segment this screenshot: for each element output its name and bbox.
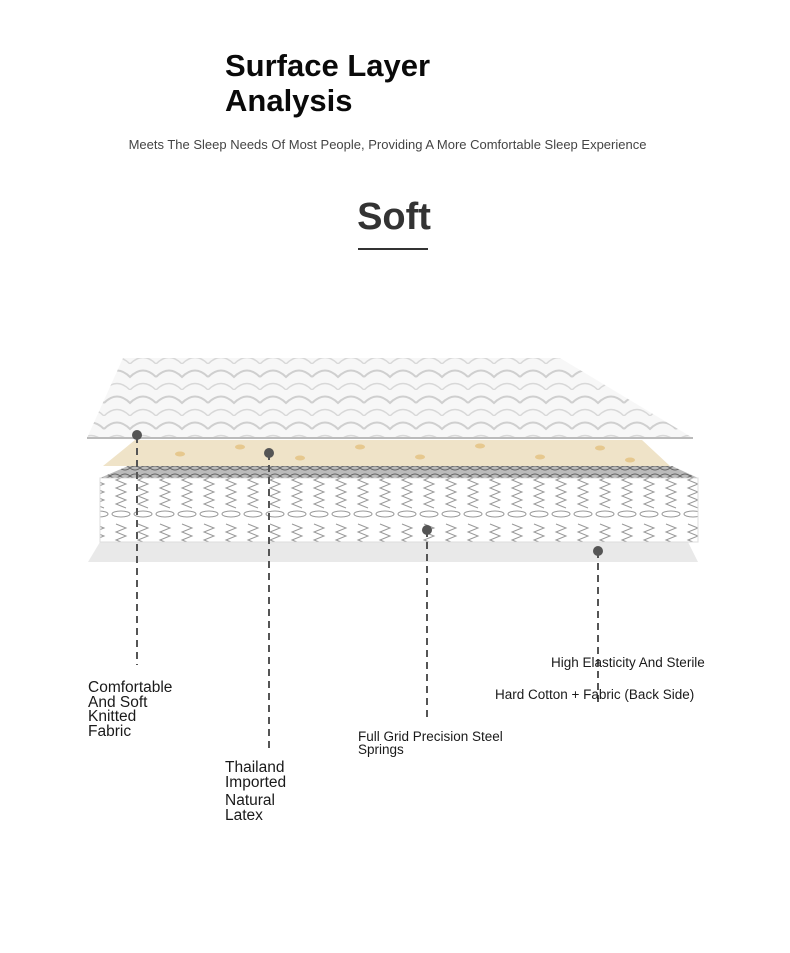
label-line: Thailand — [225, 759, 285, 776]
label-line: Fabric — [88, 722, 132, 740]
label-line: Natural — [225, 792, 275, 809]
quilted-top-layer — [87, 358, 693, 439]
title-line-1: Surface Layer — [225, 48, 431, 83]
marker-dot — [132, 430, 142, 440]
spring-layer — [99, 466, 699, 543]
label-line: Imported — [225, 773, 287, 791]
marker-dot — [264, 448, 274, 458]
label-line: Full Grid Precision Steel — [358, 729, 503, 744]
page-title: Surface Layer Analysis — [225, 48, 430, 118]
firmness-underline — [358, 248, 428, 250]
label-line: Springs — [358, 741, 404, 757]
label-line: Knitted — [88, 708, 137, 725]
marker-dot — [422, 525, 432, 535]
leader-lines — [136, 436, 599, 748]
label-springs: Full Grid Precision Steel Springs — [358, 729, 503, 757]
title-line-2: Analysis — [225, 83, 353, 118]
label-knitted-fabric: Comfortable And Soft Knitted Fabric — [88, 679, 173, 740]
label-latex: Thailand Imported Natural Latex — [225, 759, 287, 824]
label-line: And Soft — [88, 693, 148, 711]
label-line: Comfortable — [88, 679, 173, 696]
marker-dot — [593, 546, 603, 556]
subtitle: Meets The Sleep Needs Of Most People, Pr… — [128, 137, 647, 152]
label-back-line-2: Hard Cotton + Fabric (Back Side) — [495, 687, 695, 702]
bottom-layer — [88, 542, 698, 562]
label-back-line-1: High Elasticity And Sterile — [551, 655, 705, 670]
firmness-label: Soft — [357, 196, 431, 238]
label-line: Latex — [225, 806, 263, 824]
latex-layer — [103, 440, 670, 466]
